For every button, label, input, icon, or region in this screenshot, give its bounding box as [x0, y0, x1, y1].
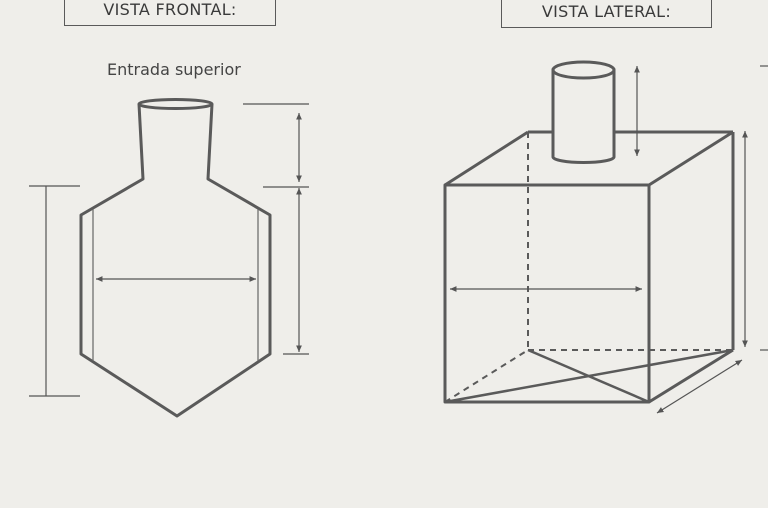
side-cylinder: [551, 60, 616, 164]
side-box-front-face: [443, 183, 651, 404]
side-box-top-right-edge: [648, 130, 734, 187]
front-view-title: VISTA FRONTAL:: [103, 0, 237, 19]
front-view-title-box: VISTA FRONTAL:: [64, 0, 276, 26]
top-inlet-caption: Entrada superior: [107, 60, 241, 79]
side-bottom-diagonal-2: [527, 348, 650, 404]
cylinder-body: [551, 68, 616, 164]
side-box-top-left-edge: [444, 130, 529, 187]
side-view-title-box: VISTA LATERAL:: [501, 0, 712, 28]
side-view-title: VISTA LATERAL:: [541, 1, 672, 21]
front-view-drawing: [79, 98, 272, 418]
side-view-box: [443, 130, 735, 404]
front-body-outline: [79, 103, 272, 418]
neck-opening: [137, 98, 214, 110]
cylinder-top: [551, 60, 616, 80]
side-hidden-bottom-left-edge: [444, 349, 529, 403]
side-depth-dimension: [656, 359, 743, 414]
